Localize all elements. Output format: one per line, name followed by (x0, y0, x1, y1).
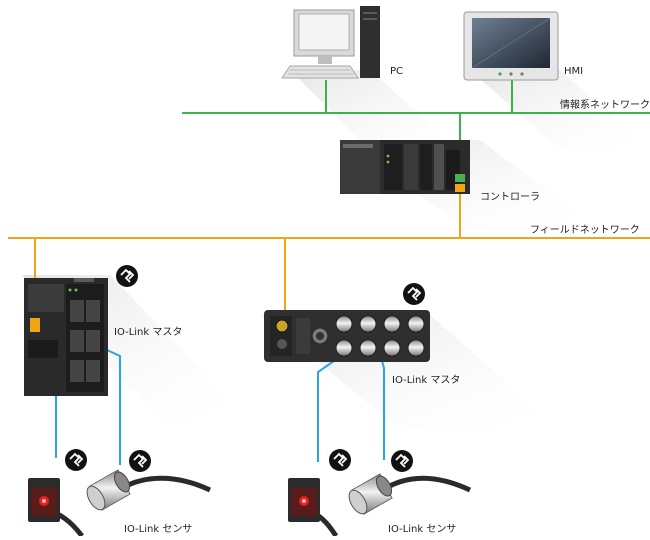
drop-shadows (22, 70, 650, 430)
field-network-label: フィールドネットワーク (530, 225, 640, 236)
controller-label: コントローラ (480, 192, 540, 203)
io-link-logo-icon (116, 265, 138, 287)
pc-label: PC (390, 66, 404, 77)
sensor-left-label: IO-Link センサ (124, 524, 193, 535)
sensor-right-label: IO-Link センサ (388, 524, 457, 535)
m12-ports (335, 315, 425, 357)
io-link-master-left-device[interactable] (24, 278, 108, 396)
io-link-logo-icon (403, 283, 425, 305)
hmi-label: HMI (564, 66, 584, 77)
io-link-logo-icon (329, 449, 351, 471)
photoelectric-sensor-left[interactable] (28, 478, 84, 538)
info-network-label: 情報系ネットワーク (560, 100, 650, 111)
master-left-label: IO-Link マスタ (114, 327, 183, 338)
io-link-logo-icon (129, 450, 151, 472)
proximity-sensor-right[interactable] (345, 473, 472, 516)
photoelectric-sensor-right[interactable] (288, 478, 339, 538)
io-link-logo-icon (391, 450, 413, 472)
proximity-sensor-left[interactable] (83, 469, 212, 512)
hmi-device[interactable] (463, 11, 559, 81)
io-link-logo-icon (65, 449, 87, 471)
controller-device[interactable] (340, 140, 470, 194)
io-link-master-right-device[interactable] (264, 310, 430, 362)
master-right-label: IO-Link マスタ (392, 375, 461, 386)
pc-device[interactable] (281, 6, 380, 79)
